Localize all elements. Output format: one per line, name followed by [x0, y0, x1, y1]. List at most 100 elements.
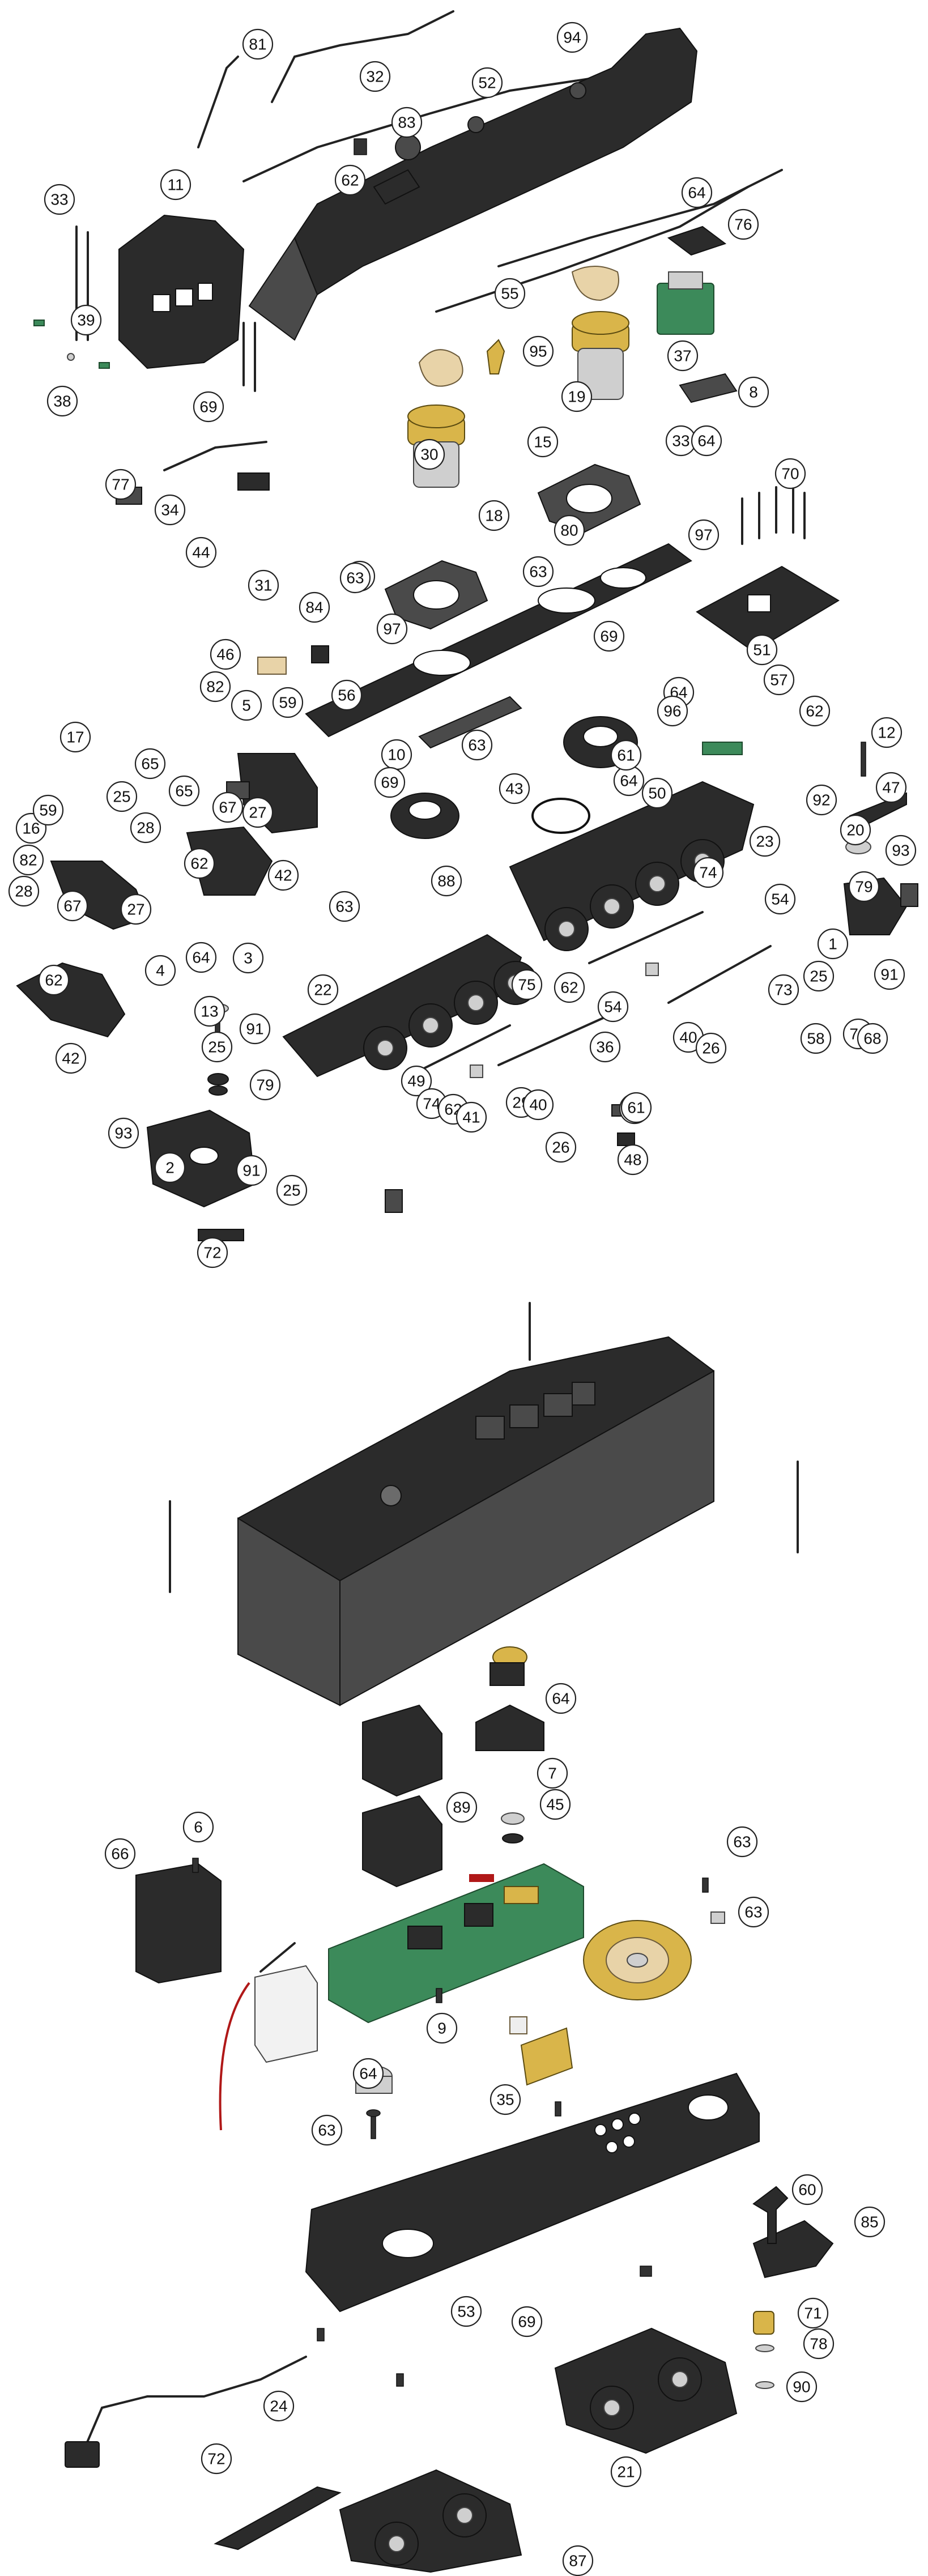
callout-12: 12 — [871, 717, 903, 748]
callout-number: 41 — [462, 1109, 480, 1126]
callout-84: 84 — [299, 591, 330, 623]
callout-28: 28 — [8, 875, 40, 907]
callout-number: 77 — [112, 476, 129, 493]
callout-60: 60 — [791, 2174, 823, 2205]
callout-72: 72 — [197, 1237, 228, 1268]
callout-31: 31 — [248, 569, 279, 601]
callout-number: 52 — [478, 74, 496, 92]
callout-number: 85 — [861, 2213, 878, 2231]
callout-number: 59 — [279, 694, 296, 712]
callout-circle — [38, 964, 70, 996]
callout-circle — [185, 942, 217, 973]
callout-circle — [738, 1896, 769, 1928]
callout-96: 96 — [657, 695, 688, 727]
callout-85: 85 — [854, 2206, 886, 2238]
tender-shell — [237, 1336, 714, 1706]
callout-circle — [248, 569, 279, 601]
callout-number: 89 — [453, 1799, 470, 1816]
callout-circle — [511, 2306, 543, 2337]
wire-harness — [65, 2356, 342, 2551]
callout-61: 61 — [610, 739, 642, 771]
callout-43: 43 — [499, 773, 530, 804]
callout-number: 63 — [335, 898, 353, 916]
callout-number: 17 — [66, 729, 84, 746]
callout-49: 49 — [401, 1065, 432, 1097]
callout-number: 25 — [113, 788, 130, 806]
callout-20: 20 — [840, 814, 871, 846]
side-rods — [407, 911, 772, 1078]
callout-35: 35 — [489, 2084, 521, 2115]
callout-number: 30 — [420, 446, 438, 463]
callout-53: 53 — [450, 2296, 482, 2327]
callout-number: 61 — [627, 1099, 645, 1117]
callout-circle — [120, 893, 152, 925]
callout-circle — [522, 556, 554, 587]
callout-number: 64 — [620, 772, 637, 790]
callout-circle — [763, 664, 795, 696]
callout-79: 79 — [249, 1069, 281, 1101]
callout-69: 69 — [193, 391, 224, 423]
callout-40: 40 — [522, 1089, 554, 1121]
callout-circle — [242, 797, 274, 828]
callout-number: 3 — [244, 949, 253, 967]
callout-circle — [817, 928, 849, 960]
callout-62: 62 — [554, 972, 585, 1003]
callout-23: 23 — [749, 825, 781, 857]
callout-87: 87 — [562, 2545, 594, 2576]
callout-54: 54 — [597, 991, 629, 1023]
callout-number: 74 — [423, 1095, 440, 1113]
callout-number: 25 — [208, 1038, 225, 1056]
callout-circle — [194, 995, 225, 1027]
callout-65: 65 — [168, 775, 200, 807]
callout-21: 21 — [610, 2456, 642, 2488]
callout-2: 2 — [154, 1152, 186, 1183]
callout-number: 64 — [688, 184, 705, 202]
callout-39: 39 — [70, 304, 102, 336]
callout-15: 15 — [527, 426, 559, 458]
callout-circle — [885, 834, 917, 866]
callout-36: 36 — [589, 1031, 621, 1063]
callout-1: 1 — [817, 928, 849, 960]
callout-number: 95 — [529, 343, 547, 360]
callout-circle — [688, 519, 720, 551]
callout-circle — [522, 335, 554, 367]
callout-number: 65 — [141, 755, 159, 773]
callout-24: 24 — [263, 2390, 295, 2422]
callout-number: 50 — [648, 785, 666, 802]
callout-number: 62 — [806, 702, 823, 720]
callout-number: 63 — [468, 736, 486, 754]
callout-63: 63 — [311, 2114, 343, 2146]
callout-circle — [768, 974, 799, 1006]
callout-number: 67 — [219, 799, 236, 816]
callout-number: 67 — [63, 897, 81, 915]
callout-circle — [799, 695, 831, 727]
callout-59: 59 — [32, 794, 64, 826]
callout-66: 66 — [104, 1838, 136, 1870]
callout-number: 62 — [190, 855, 208, 872]
callout-circle — [401, 1065, 432, 1097]
callout-63: 63 — [461, 729, 493, 761]
callout-37: 37 — [667, 340, 699, 372]
callout-circle — [610, 2456, 642, 2488]
callout-number: 96 — [663, 702, 681, 720]
callout-number: 92 — [812, 791, 830, 809]
callout-circle — [210, 638, 241, 670]
callout-circle — [797, 2297, 829, 2329]
pins — [741, 486, 806, 545]
callout-circle — [391, 107, 423, 138]
callout-circle — [857, 1023, 888, 1054]
callout-88: 88 — [431, 865, 462, 897]
callout-5: 5 — [231, 689, 262, 721]
callout-50: 50 — [641, 777, 673, 809]
callout-circle — [786, 2371, 818, 2403]
callout-number: 79 — [855, 878, 872, 896]
callout-71: 71 — [797, 2297, 829, 2329]
callout-number: 12 — [878, 724, 895, 742]
callout-circle — [589, 1031, 621, 1063]
sound-board — [328, 1863, 584, 2024]
callout-number: 59 — [39, 802, 57, 819]
callout-26: 26 — [695, 1032, 727, 1064]
callout-number: 76 — [734, 216, 752, 233]
callout-number: 75 — [518, 976, 535, 994]
